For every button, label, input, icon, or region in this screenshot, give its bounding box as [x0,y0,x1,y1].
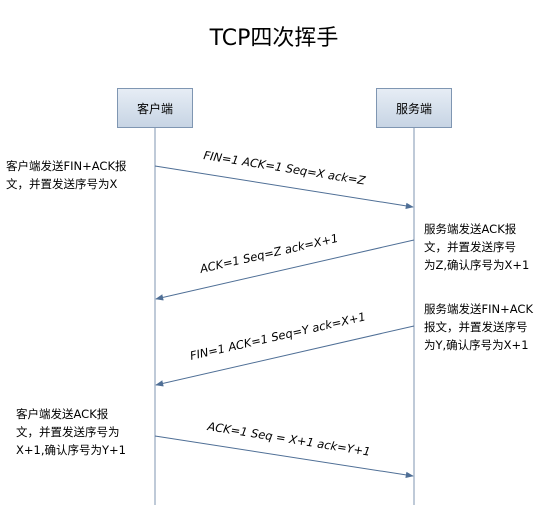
note-4-line: X+1,确认序号为Y+1 [16,443,126,457]
diagram-title: TCP四次挥手 [209,26,339,51]
note-1-line: 文，并置发送序号为X [6,177,118,191]
message-4-arrow [154,435,414,479]
note-2-line: 文，并置发送序号 [424,240,516,254]
note-3-line: 报文，并置发送序号 [424,320,528,334]
message-3-arrow [155,325,415,387]
note-2-line: 服务端发送ACK报 [424,222,517,236]
note-4: 客户端发送ACK报 文，并置发送序号为 X+1,确认序号为Y+1 [16,405,126,459]
client-box: 客户端 [117,88,193,128]
server-label: 服务端 [395,101,432,116]
message-1-label: FIN=1 ACK=1 Seq=X ack=Z [203,148,368,188]
note-3-line: 为Y,确认序号为X+1 [424,338,529,352]
note-4-line: 客户端发送ACK报 [16,407,109,421]
client-label: 客户端 [136,101,173,116]
note-1-line: 客户端发送FIN+ACK报 [6,159,127,173]
server-box: 服务端 [376,88,452,128]
note-4-line: 文，并置发送序号为 [16,425,120,439]
message-3-label: FIN=1 ACK=1 Seq=Y ack=X+1 [189,309,367,362]
note-1: 客户端发送FIN+ACK报 文，并置发送序号为X [6,157,126,193]
message-2-label: ACK=1 Seq=Z ack=X+1 [198,231,340,276]
message-4-label: ACK=1 Seq = X+1 ack=Y+1 [206,419,372,459]
note-2: 服务端发送ACK报 文，并置发送序号 为Z,确认序号为X+1 [424,220,529,274]
note-3: 服务端发送FIN+ACK 报文，并置发送序号 为Y,确认序号为X+1 [424,300,533,354]
message-2-arrow [155,239,415,301]
note-2-line: 为Z,确认序号为X+1 [424,258,530,272]
note-3-line: 服务端发送FIN+ACK [424,302,533,316]
message-1-arrow [154,165,414,210]
